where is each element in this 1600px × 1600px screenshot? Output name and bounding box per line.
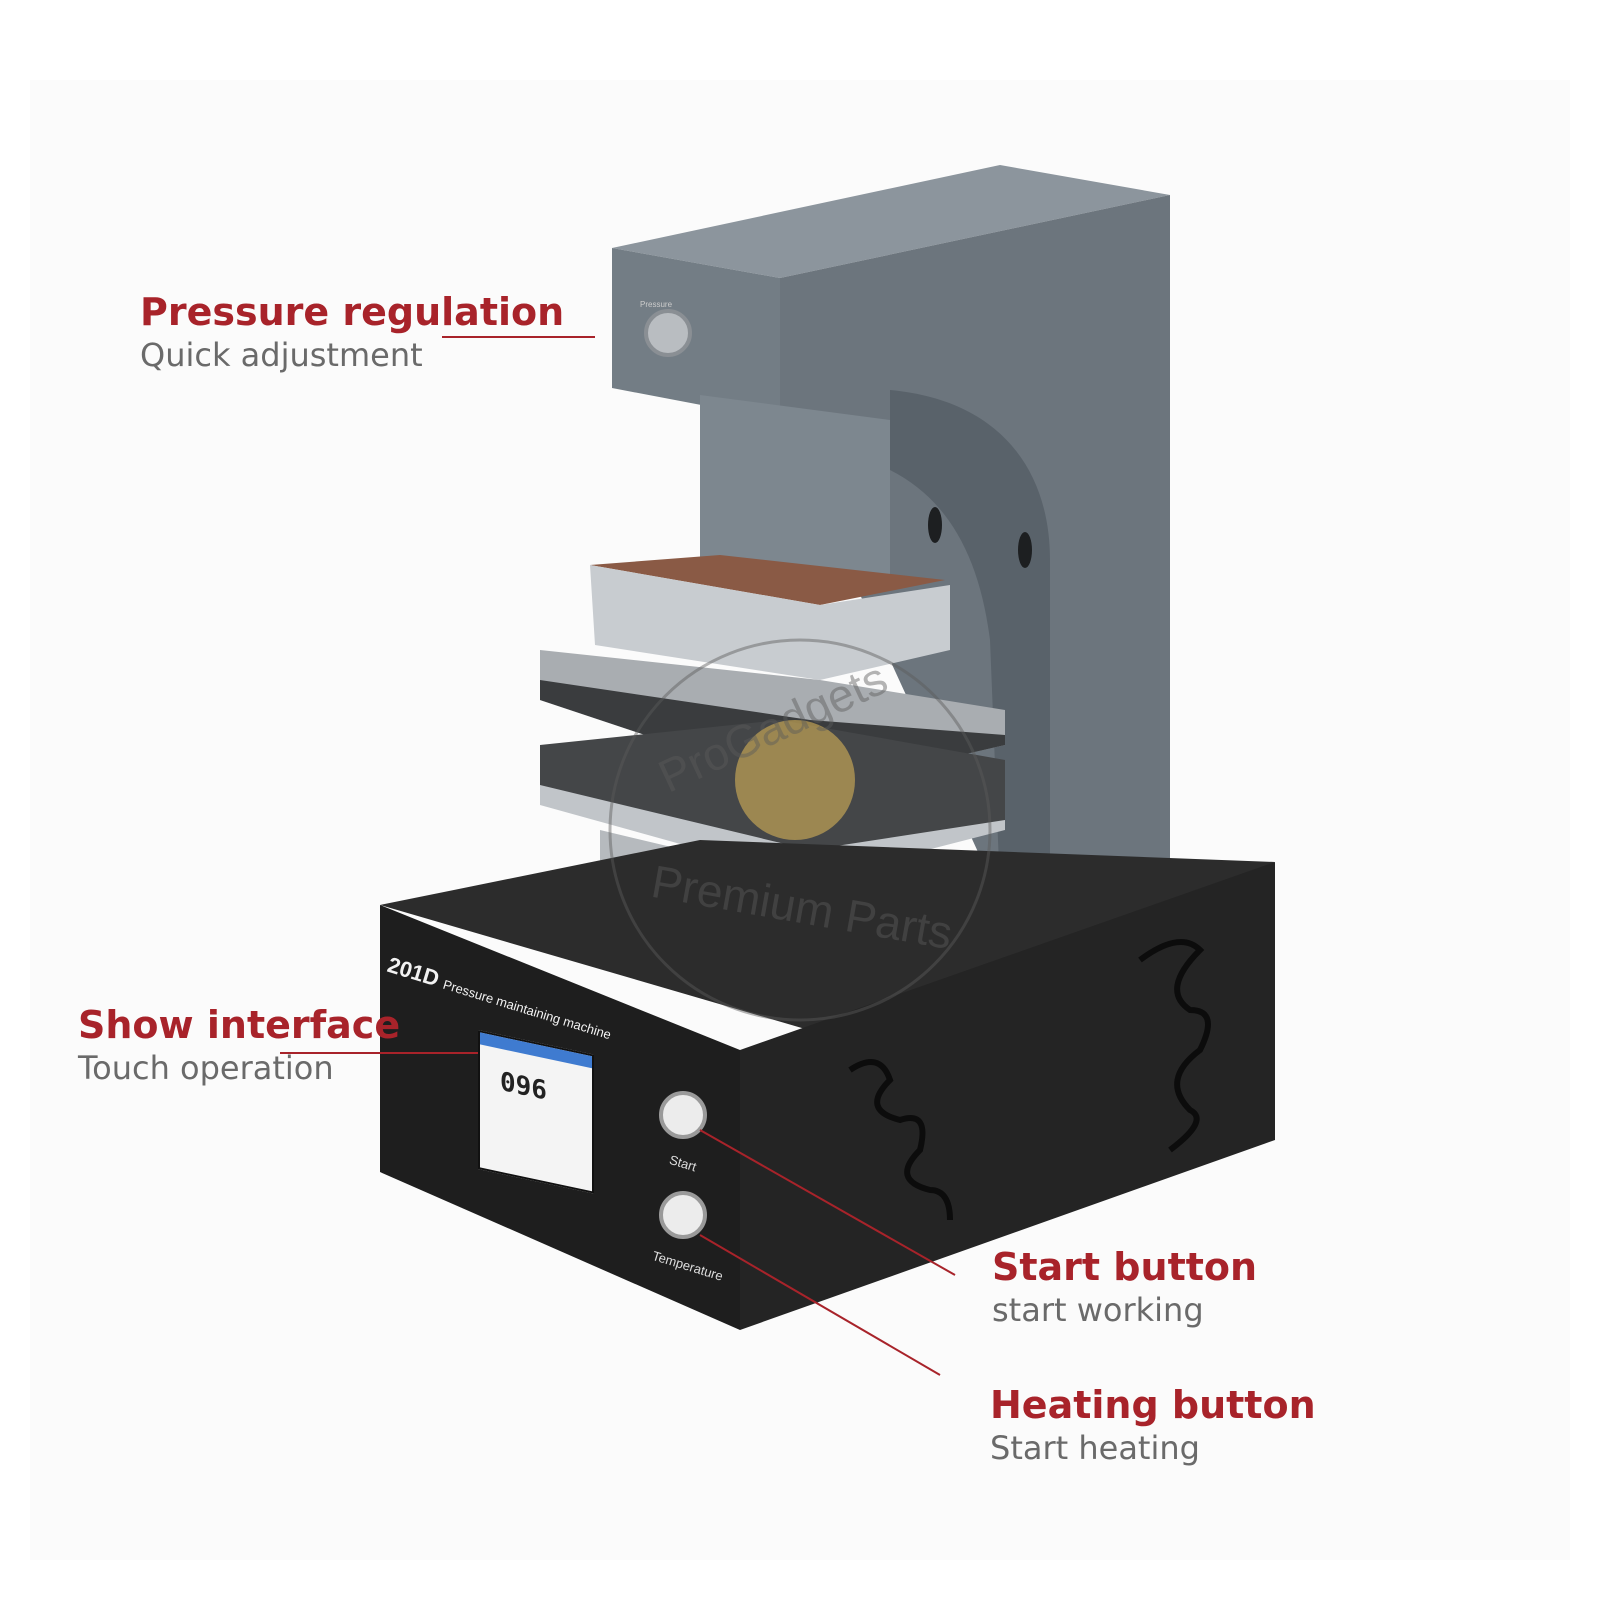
callout-line-start bbox=[699, 1129, 956, 1276]
vent-right bbox=[1138, 939, 1211, 1153]
slot-1 bbox=[928, 507, 942, 543]
callout-title: Show interface bbox=[78, 1003, 401, 1047]
callout-line-heating bbox=[699, 1234, 941, 1376]
temperature-button bbox=[659, 1191, 707, 1239]
cylinder bbox=[700, 395, 890, 590]
start-button bbox=[659, 1091, 707, 1139]
callout-heating-button: Heating button Start heating bbox=[990, 1383, 1316, 1469]
callout-pressure-regulation: Pressure regulation Quick adjustment bbox=[140, 290, 564, 376]
callout-title: Pressure regulation bbox=[140, 290, 565, 334]
column-arch bbox=[890, 390, 1050, 890]
display-screen[interactable]: 096 bbox=[478, 1030, 594, 1194]
base-side bbox=[740, 862, 1275, 1330]
callout-show-interface: Show interface Touch operation bbox=[78, 1003, 400, 1089]
watermark-seal bbox=[735, 720, 855, 840]
callout-title: Heating button bbox=[990, 1383, 1316, 1427]
callout-subtitle: start working bbox=[992, 1291, 1204, 1329]
vent-left bbox=[848, 1059, 953, 1221]
knob-label: Pressure bbox=[640, 300, 673, 309]
screen-reading: 096 bbox=[500, 1066, 547, 1107]
base-top bbox=[380, 840, 1275, 1045]
callout-subtitle: Quick adjustment bbox=[140, 336, 423, 374]
upper-platen bbox=[590, 565, 950, 680]
upper-platen-top bbox=[590, 555, 945, 605]
head-front bbox=[612, 248, 780, 420]
watermark-ring bbox=[608, 638, 992, 1022]
callout-subtitle: Touch operation bbox=[78, 1049, 334, 1087]
slot-2 bbox=[1018, 532, 1032, 568]
column-top bbox=[612, 165, 1170, 278]
knob bbox=[644, 309, 692, 357]
callout-subtitle: Start heating bbox=[990, 1429, 1200, 1467]
callout-title: Start button bbox=[992, 1245, 1258, 1289]
callout-start-button: Start button start working bbox=[992, 1245, 1257, 1331]
